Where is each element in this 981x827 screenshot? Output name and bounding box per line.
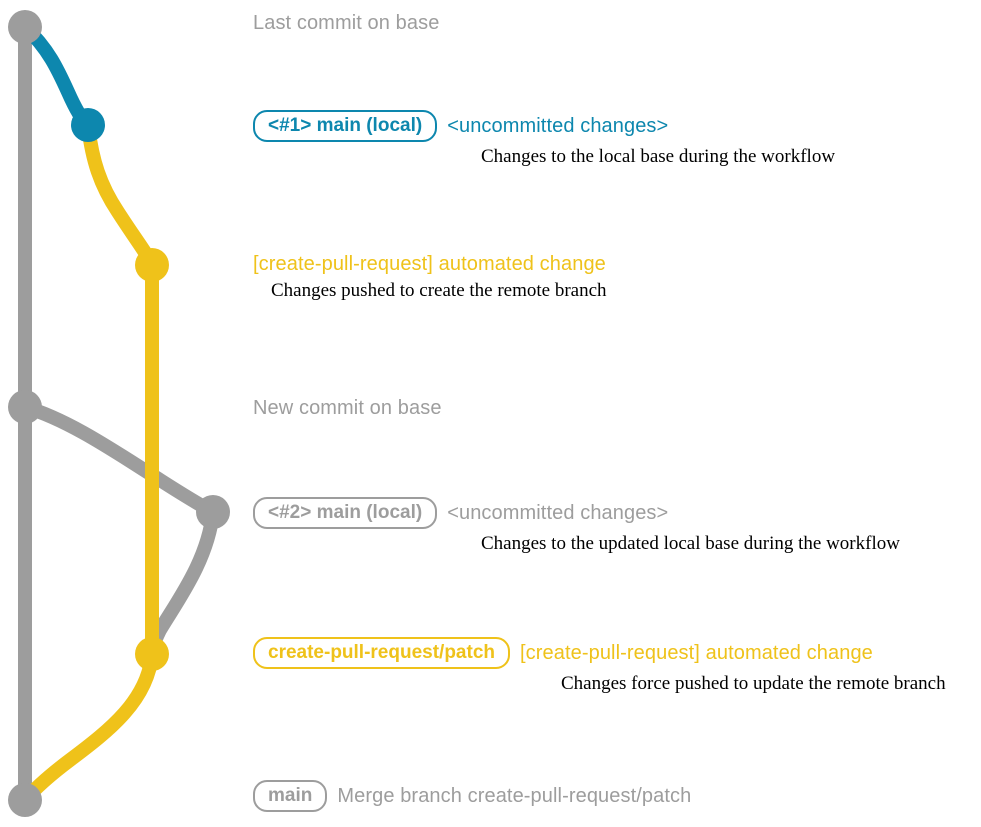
row-head: <#2> main (local) <uncommitted changes>: [253, 497, 900, 529]
commit-row-local-1: <#1> main (local) <uncommitted changes> …: [253, 110, 835, 168]
branch-label-main[interactable]: main: [253, 780, 328, 812]
row-head: main Merge branch create-pull-request/pa…: [253, 780, 691, 812]
commit-row-new-commit-on-base: New commit on base: [253, 397, 442, 420]
commit-description: Changes pushed to create the remote bran…: [271, 280, 607, 301]
commit-subject: [create-pull-request] automated change: [520, 641, 873, 664]
commit-row-patch-2: create-pull-request/patch [create-pull-r…: [253, 637, 946, 695]
commit-subject: Last commit on base: [253, 12, 440, 34]
commit-description: Changes force pushed to update the remot…: [561, 673, 946, 694]
commit-row-patch-1: [create-pull-request] automated change C…: [253, 253, 607, 302]
commit-subject: Merge branch create-pull-request/patch: [337, 784, 692, 807]
commit-row-merge: main Merge branch create-pull-request/pa…: [253, 780, 691, 812]
commit-subject: New commit on base: [253, 397, 442, 419]
commit-row-local-2: <#2> main (local) <uncommitted changes> …: [253, 497, 900, 555]
row-head: [create-pull-request] automated change: [253, 253, 607, 276]
row-head: Last commit on base: [253, 12, 439, 35]
commit-row-last-commit-on-base: Last commit on base: [253, 12, 439, 35]
commit-subject: <uncommitted changes>: [447, 501, 669, 524]
commit-description: Changes to the updated local base during…: [481, 533, 900, 554]
commit-subject: <uncommitted changes>: [447, 114, 669, 137]
row-head: <#1> main (local) <uncommitted changes>: [253, 110, 835, 142]
commit-subject: [create-pull-request] automated change: [253, 253, 606, 275]
branch-label-create-pull-request-patch[interactable]: create-pull-request/patch: [253, 637, 510, 669]
row-head: create-pull-request/patch [create-pull-r…: [253, 637, 946, 669]
row-head: New commit on base: [253, 397, 442, 420]
branch-label-local-2[interactable]: <#2> main (local): [253, 497, 438, 529]
branch-label-local-1[interactable]: <#1> main (local): [253, 110, 438, 142]
commit-description: Changes to the local base during the wor…: [481, 146, 836, 167]
